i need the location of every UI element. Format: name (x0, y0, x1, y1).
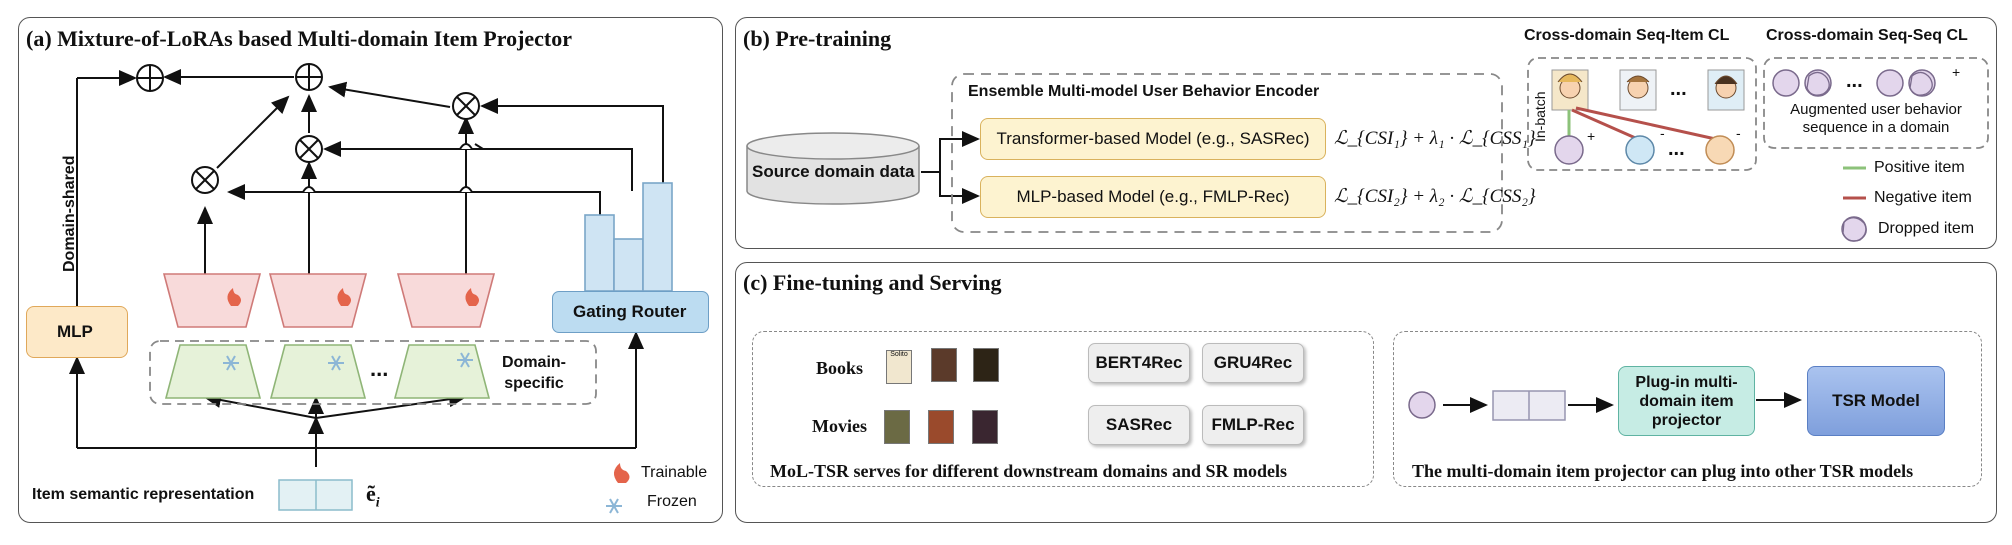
gating-router-box: Gating Router (552, 291, 709, 333)
legend-trainable: Trainable (641, 464, 708, 481)
mlp-label: MLP (57, 322, 93, 341)
source-domain-label: Source domain data (752, 162, 915, 181)
panel-c-title: (c) Fine-tuning and Serving (743, 270, 1002, 295)
caption-right: The multi-domain item projector can plug… (1412, 461, 1914, 481)
model-chip-fmlprec: FMLP-Rec (1202, 405, 1304, 445)
csi-dots-bottom: ... (1668, 138, 1685, 160)
movie-poster-2 (928, 410, 954, 444)
loss-1: ℒ_{CSI₁} + λ₁ · ℒ_{CSS₁} (1334, 128, 1536, 149)
domain-specific-line1: Domain- (502, 354, 566, 371)
plugin-line1: Plug-in multi- (1635, 373, 1738, 391)
csi-minus-1: - (1660, 125, 1665, 141)
tsr-model-box: TSR Model (1807, 366, 1945, 436)
serving-dashed-box (752, 331, 1374, 487)
movie-poster-1 (884, 410, 910, 444)
mlp-box: MLP (26, 306, 128, 358)
item-symbol: ẽi (366, 481, 380, 511)
css-plus: + (1952, 64, 1961, 80)
legend-dropped: Dropped item (1878, 220, 1975, 237)
model-chip-gru4rec: GRU4Rec (1202, 343, 1304, 383)
caption-left: MoL-TSR serves for different downstream … (770, 461, 1288, 481)
encoder-title: Ensemble Multi-model User Behavior Encod… (968, 83, 1320, 100)
legend-negative: Negative item (1874, 189, 1972, 206)
legend-positive: Positive item (1874, 159, 1965, 176)
item-symbol-sub: i (375, 495, 380, 511)
movie-poster-3 (972, 410, 998, 444)
domain-specific-line2: specific (504, 375, 564, 392)
item-symbol-main: ẽ (366, 481, 376, 506)
book-cover-2 (931, 348, 957, 382)
book-cover-1: Solito (886, 350, 912, 384)
transformer-model-box: Transformer-based Model (e.g., SASRec) (980, 118, 1326, 160)
plugin-line2: domain item (1639, 392, 1734, 410)
csi-minus-2: - (1736, 125, 1741, 141)
model-chip-bert4rec: BERT4Rec (1088, 343, 1190, 383)
model-chip-gru4rec-label: GRU4Rec (1213, 353, 1293, 372)
model-chip-bert4rec-label: BERT4Rec (1095, 353, 1183, 372)
tsr-model-label: TSR Model (1832, 391, 1920, 410)
model-chip-sasrec: SASRec (1088, 405, 1190, 445)
legend-frozen: Frozen (647, 493, 697, 510)
book-cover-3 (973, 348, 999, 382)
dots-adapters: ... (370, 356, 389, 381)
plugin-line3: projector (1651, 411, 1722, 429)
aug-line1: Augmented user behavior (1790, 101, 1962, 118)
csi-dots-top: ... (1670, 78, 1687, 100)
gating-router-label: Gating Router (573, 302, 687, 321)
model-chip-fmlprec-label: FMLP-Rec (1211, 415, 1295, 434)
model-chip-sasrec-label: SASRec (1105, 415, 1173, 434)
item-repr-label: Item semantic representation (32, 486, 255, 503)
movies-label: Movies (812, 416, 867, 436)
mlp-model-label: MLP-based Model (e.g., FMLP-Rec) (1016, 187, 1290, 206)
book-cover-1-title: Solito (890, 351, 908, 358)
panel-b (735, 17, 1997, 249)
aug-label: Augmented user behavior sequence in a do… (1770, 101, 1982, 137)
csi-title: Cross-domain Seq-Item CL (1524, 27, 1730, 44)
panel-b-title: (b) Pre-training (743, 26, 892, 51)
css-dots: ... (1846, 70, 1863, 92)
css-title: Cross-domain Seq-Seq CL (1766, 27, 1968, 44)
plugin-dashed-box (1393, 331, 1982, 487)
domain-specific-label: Domain- specific (502, 352, 566, 394)
loss-2: ℒ_{CSI₂} + λ₂ · ℒ_{CSS₂} (1334, 186, 1536, 207)
panel-a-title: (a) Mixture-of-LoRAs based Multi-domain … (26, 26, 573, 51)
mlp-model-box: MLP-based Model (e.g., FMLP-Rec) (980, 176, 1326, 218)
transformer-model-label: Transformer-based Model (e.g., SASRec) (996, 129, 1310, 148)
plugin-projector-box: Plug-in multi- domain item projector (1618, 366, 1755, 436)
csi-plus: + (1587, 128, 1596, 144)
books-label: Books (816, 358, 864, 378)
aug-line2: sequence in a domain (1802, 119, 1950, 136)
